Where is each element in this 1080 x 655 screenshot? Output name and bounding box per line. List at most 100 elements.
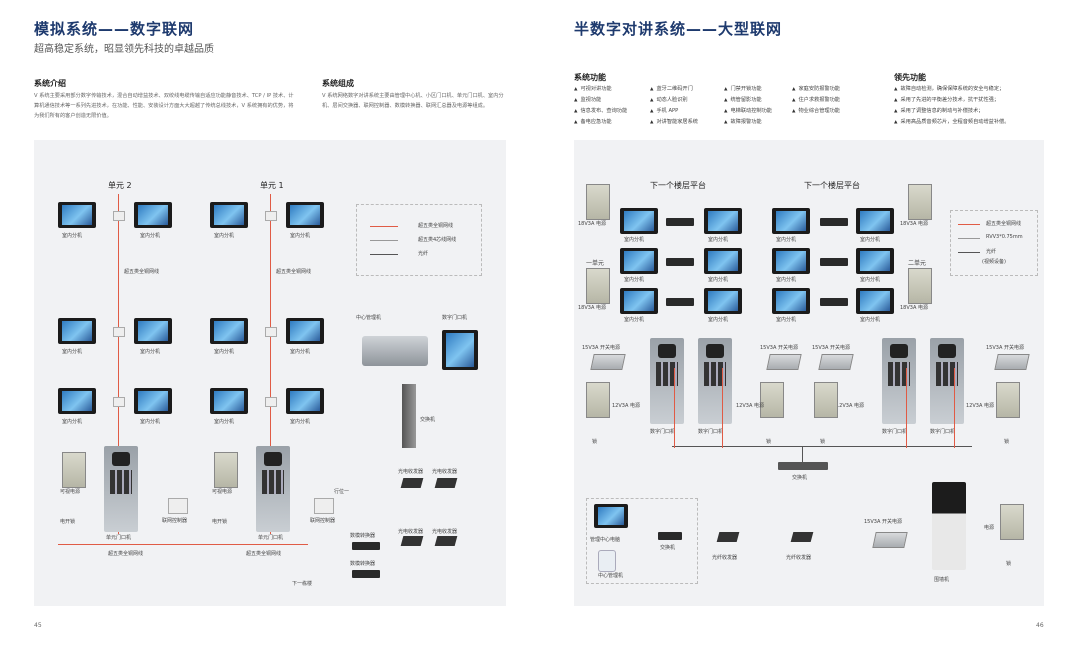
fiber-label: 光电收发器 [432,529,458,535]
psu-12-label: 12V3A 电源 [612,403,640,409]
legend [950,210,1038,276]
power-label: 可视电源 [60,489,81,495]
function-item: 备电应急功能 [580,119,612,125]
wall-station [932,482,966,570]
function-item: 监视功能 [580,97,602,103]
fiber-label: 光电收发器 [398,529,424,535]
functions-grid: ▲可视对讲功能 ▲蓝牙二维码开门 ▲门禁开锁功能 ▲家庭安防报警功能 ▲监视功能… [574,86,840,125]
page-number: 45 [34,622,42,629]
door-station [698,338,732,424]
door-label: 数字门口机 [698,429,724,435]
wire-note: 超五类全铜网线 [276,269,312,275]
floor-switch [666,218,694,226]
indoor-monitor [286,318,324,344]
lock-label: 锁 [1006,561,1012,567]
function-item: 手机 APP [656,108,679,114]
indoor-label: 室内分机 [290,233,311,239]
left-page-subtitle: 超高稳定系统，昭显领先科技的卓越品质 [34,44,214,55]
function-item: 统管留影功能 [730,97,762,103]
core-switch [778,462,828,470]
indoor-label: 室内分机 [708,277,729,283]
wall-machine-label: 围墙机 [934,577,950,583]
door-label: 数字门口机 [882,429,908,435]
legend-item: RVV3*0.75mm [986,234,1023,240]
indoor-monitor [620,208,658,234]
psu-device [818,354,854,370]
indoor-label: 室内分机 [214,233,235,239]
fiber-transceiver [434,478,458,488]
indoor-label: 室内分机 [214,419,235,425]
psu-18-label: 18V3A 电源 [900,305,928,311]
function-item: 电梯联动控制功能 [730,108,772,114]
converter-label: 数模转换器 [350,533,376,539]
indoor-label: 室内分机 [62,233,83,239]
unit2-label: 单元 2 [108,181,132,190]
fiber-transceiver [434,536,458,546]
power-box [760,382,784,418]
center-machine-label: 中心管理机 [356,315,382,321]
indoor-label: 室内分机 [708,237,729,243]
net-ctrl-label: 联网控制器 [162,518,188,524]
wire-note: 超五类全铜网线 [124,269,160,275]
converter-device [352,570,380,578]
door-station [930,338,964,424]
fiber-transceiver [400,478,424,488]
fiber-transceiver [790,532,814,542]
pc-center-label: 管理中心电脑 [590,537,621,543]
psu-15-label: 15V3A 开关电源 [864,519,902,525]
digital-door-device [442,330,478,370]
next-floor-label: 下一栋楼 [292,581,313,587]
function-item: 动态人脸识别 [656,97,688,103]
wire-note: 超五类全铜网线 [108,551,144,557]
indoor-monitor [134,388,172,414]
psu-device [994,354,1030,370]
indoor-monitor [772,208,810,234]
indoor-monitor [772,288,810,314]
lock-label: 锁 [592,439,598,445]
right-page-title: 半数字对讲系统——大型联网 [574,20,783,38]
power-supply [214,452,238,488]
switch-label: 交换机 [420,417,436,423]
indoor-monitor [772,248,810,274]
fiber-label: 光电收发器 [432,469,458,475]
psu-18-label: 18V3A 电源 [900,221,928,227]
lock-label: 锁 [820,439,826,445]
indoor-label: 室内分机 [860,317,881,323]
next-floor-label: 下一个楼层平台 [650,181,706,190]
indoor-label: 室内分机 [776,237,797,243]
composition-heading: 系统组成 [322,79,354,88]
left-page-title: 模拟系统——数字联网 [34,20,195,38]
door-label: 数字门口机 [930,429,956,435]
indoor-label: 室内分机 [860,237,881,243]
advantage-item: 采用了调整信息的制动与补偿技术； [900,108,984,114]
psu-device [766,354,802,370]
advantage-item: 采用高品质音频芯片，全程音频自动增益补偿。 [900,119,1010,125]
lock-label: 电开锁 [60,519,76,525]
left-diagram: 单元 2 单元 1 室内分机 室内分机 室内分机 室内分机 超五类全铜网线 超五… [34,140,506,606]
next-floor-label: 下一个楼层平台 [804,181,860,190]
right-diagram: 下一个楼层平台 下一个楼层平台 室内分机 室内分机 室内分机 室内分机 室内分机… [574,140,1044,606]
legend-item: 超五类全铜网线 [986,221,1022,227]
center-machine-device [598,550,616,572]
wire-note: 超五类全铜网线 [246,551,282,557]
switch-label: 交换机 [660,545,676,551]
function-item: 蓝牙二维码开门 [656,86,693,92]
page-number: 46 [1036,622,1044,629]
power-supply [62,452,86,488]
indoor-label: 室内分机 [624,277,645,283]
indoor-label: 室内分机 [776,277,797,283]
indoor-monitor [856,248,894,274]
function-item: 住户求救报警功能 [798,97,840,103]
center-machine-label: 中心管理机 [598,573,624,579]
line-one-label: 行位一 [334,489,350,495]
function-item: 可视对讲功能 [580,86,612,92]
power-box [908,184,932,220]
indoor-monitor [58,202,96,228]
digital-door-label: 数字门口机 [442,315,468,321]
door-station [650,338,684,424]
power-box [586,184,610,220]
indoor-monitor [58,388,96,414]
advantage-item: 采用了先进的平衡差分技术，抗干扰性强； [900,97,1000,103]
power-box [996,382,1020,418]
switch-label: 交换机 [792,475,808,481]
